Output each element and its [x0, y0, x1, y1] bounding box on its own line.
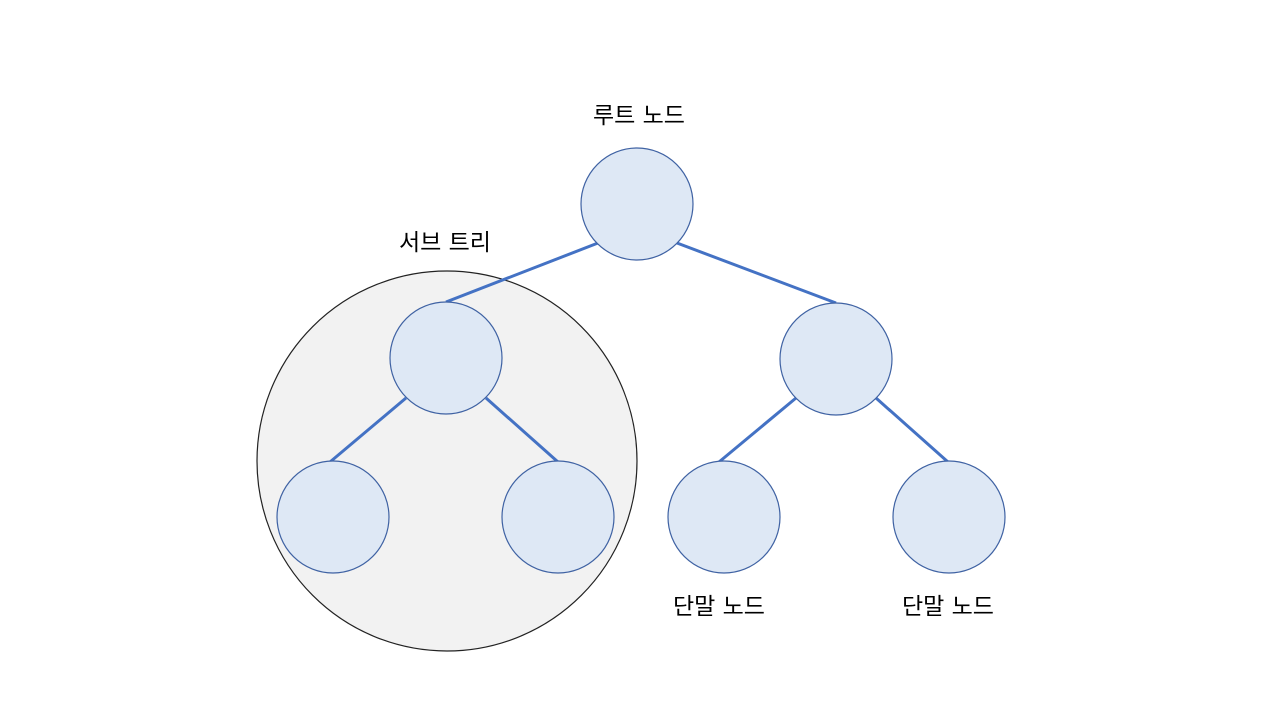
- edge-left-leftleaf: [329, 396, 407, 464]
- root-node: [580, 147, 694, 261]
- tree-edges: [329, 241, 949, 464]
- node-leaf-1: [276, 460, 390, 574]
- subtree-label: 서브 트리: [399, 230, 491, 256]
- node-leaf-3: [667, 460, 781, 574]
- edge-right-leftleaf: [718, 396, 797, 464]
- root-node-label: 루트 노드: [593, 103, 685, 129]
- leaf-node-label: 단말 노드: [673, 594, 765, 620]
- node-leaf-4: [892, 460, 1006, 574]
- leaf-node-label: 단말 노드: [902, 594, 994, 620]
- edge-right-rightleaf: [875, 396, 949, 464]
- node-leaf-2: [501, 460, 615, 574]
- edge-left-rightleaf: [485, 396, 559, 464]
- edge-root-left: [445, 241, 599, 304]
- node-level1-left: [389, 301, 503, 415]
- node-level1-right: [779, 302, 893, 416]
- edge-root-right: [676, 241, 837, 305]
